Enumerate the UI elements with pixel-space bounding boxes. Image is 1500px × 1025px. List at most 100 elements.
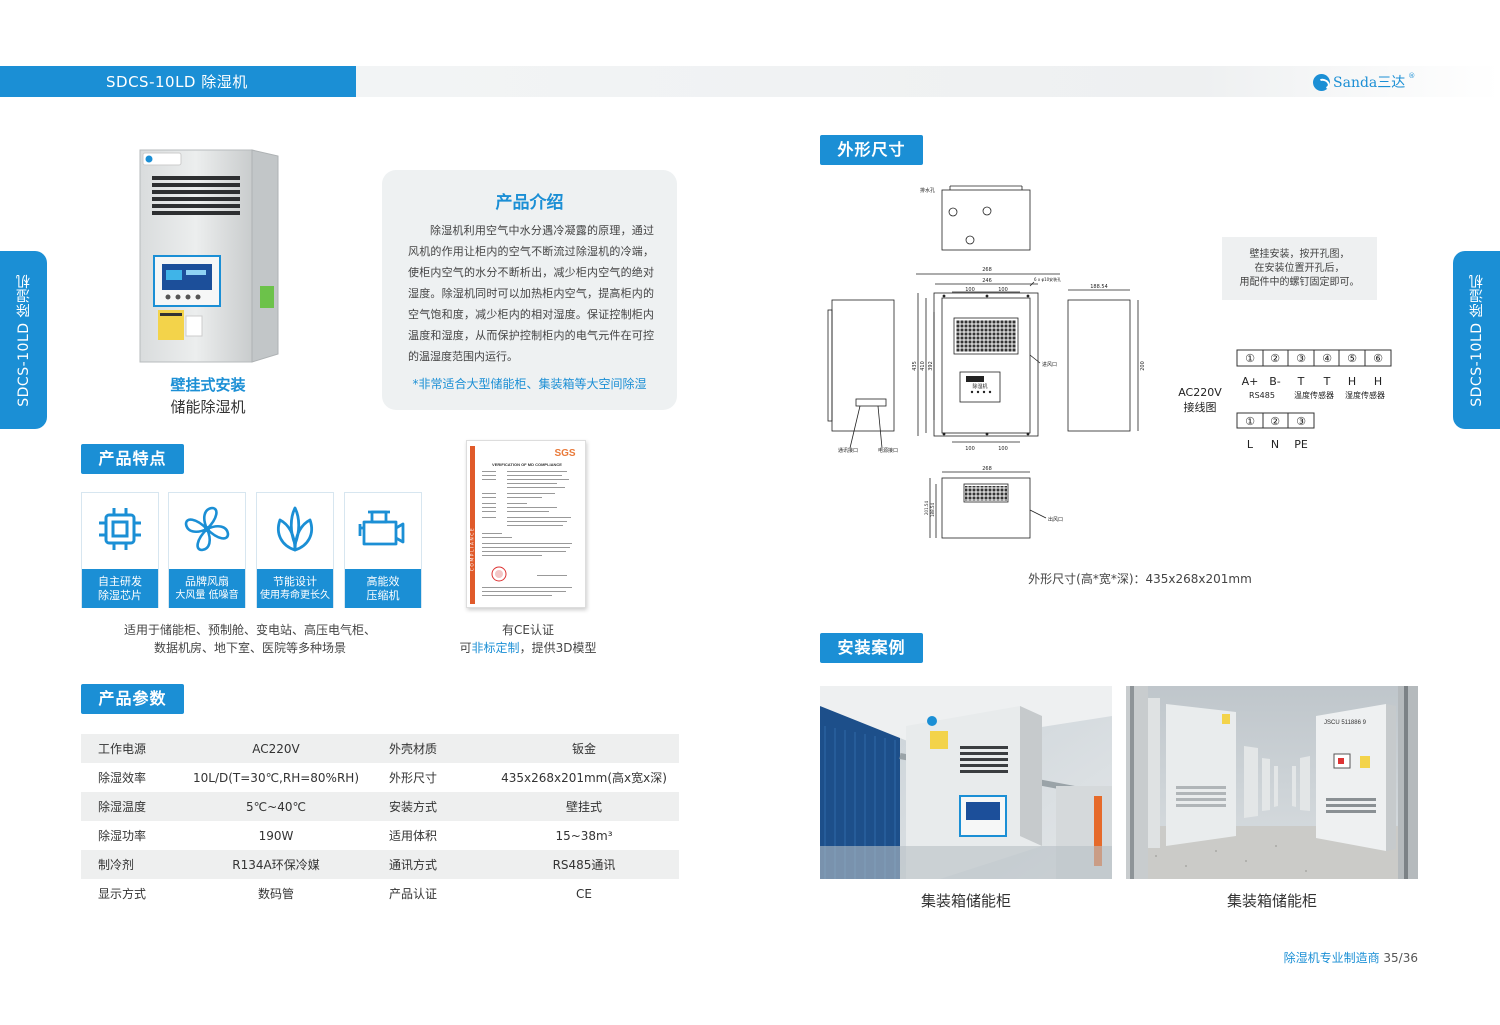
param-key: 产品认证 <box>389 887 438 901</box>
param-key: 除湿效率 <box>98 771 147 785</box>
param-value: 5℃~40℃ <box>246 799 306 814</box>
sanda-logo-icon <box>1313 73 1330 91</box>
ce-caption: 有CE认证 <box>502 623 554 637</box>
mounting-note: 壁挂安装，按开孔图， 在安装位置开孔后， 用配件中的螺钉固定即可。 <box>1222 237 1377 300</box>
power-terminal-1: ① <box>1245 415 1255 428</box>
dim-depth: 188.54 <box>1090 284 1108 290</box>
param-value: CE <box>576 886 592 901</box>
container-id: JSCU 511886 9 <box>1324 720 1367 726</box>
mounting-note-line: 用配件中的螺钉固定即可。 <box>1239 277 1360 288</box>
side-tab-right-label: SDCS-10LD 除湿机 <box>1468 273 1485 407</box>
dimensions-caption: 外形尺寸(高*宽*深)：435x268x201mm <box>1028 572 1252 586</box>
dim-height-435: 435 <box>912 361 918 371</box>
param-value: AC220V <box>252 741 300 756</box>
application-line-1: 适用于储能柜、预制舱、变电站、高压电气柜、 <box>123 623 376 637</box>
case-photo-2: JSCU 511886 9 <box>1126 686 1418 879</box>
certificate-heading: VERIFICATION OF MD COMPLIANCE <box>492 462 562 467</box>
chip-icon <box>99 508 141 550</box>
param-key: 安装方式 <box>389 800 438 814</box>
cases-tag: 安装案例 <box>820 633 923 663</box>
features-tag: 产品特点 <box>81 444 184 474</box>
dimensions-tag: 外形尺寸 <box>820 135 923 165</box>
dim-screw-holes: 6 x φ10安装孔 <box>1034 276 1061 282</box>
intro-body: 除湿机利用空气中水分遇冷凝露的原理，通过风机的作用让柜内的空气不断流过除湿机的冷… <box>408 224 654 363</box>
dim-height-410: 410 <box>920 361 926 371</box>
application-line-2: 数据机房、地下室、医院等多种场景 <box>153 641 346 655</box>
custom-highlight: 非标定制 <box>471 641 520 655</box>
param-key: 通讯方式 <box>389 858 438 872</box>
custom-suffix: ，提供3D模型 <box>519 641 597 655</box>
product-image <box>139 149 279 363</box>
terminal-label-t2: T <box>1323 375 1331 388</box>
terminal-label-b: B- <box>1269 375 1281 388</box>
brand-name: Sanda三达 <box>1333 75 1406 91</box>
dim-bottom-100b: 100 <box>998 446 1008 452</box>
intro-card <box>382 170 677 410</box>
feature-sub: 除湿芯片 <box>98 588 142 602</box>
param-value: 壁挂式 <box>565 800 602 814</box>
page-footer: 除湿机专业制造商 35/36 <box>1200 949 1418 966</box>
dim-comm-port: 通讯接口 <box>838 447 858 454</box>
dim-height-200: 200 <box>1140 361 1146 371</box>
product-caption: 储能除湿机 <box>170 398 246 416</box>
terminal-label-a: A+ <box>1242 375 1259 388</box>
feature-card-leaf: 节能设计使用寿命更长久 <box>256 492 334 608</box>
dim-unit-label: 除湿机 <box>972 383 987 390</box>
param-key: 外壳材质 <box>389 742 438 756</box>
case-photo-1 <box>820 686 1112 879</box>
side-tab-left-label: SDCS-10LD 除湿机 <box>15 273 32 407</box>
page-number: 35/36 <box>1383 951 1418 965</box>
rs485-label: RS485 <box>1249 391 1275 400</box>
case-caption-1: 集装箱储能柜 <box>920 892 1011 910</box>
side-tab-left: SDCS-10LD 除湿机 <box>0 251 47 429</box>
terminal-5: ⑤ <box>1347 352 1357 365</box>
footer-text: 除湿机专业制造商 <box>1283 951 1380 965</box>
dimension-drawing: 排水孔 268 246 100 100 6 x φ10安装孔 188.54 进风… <box>827 185 1146 539</box>
terminal-label-t1: T <box>1297 375 1305 388</box>
terminal-4: ④ <box>1322 352 1332 365</box>
feature-title: 节能设计 <box>273 574 317 588</box>
dim-outlet: 出风口 <box>1048 516 1063 523</box>
terminal-2: ② <box>1270 352 1280 365</box>
dim-height-392: 392 <box>928 361 934 371</box>
dim-width-268: 268 <box>982 267 992 273</box>
dim-width-246: 246 <box>982 278 992 284</box>
side-tab-right: SDCS-10LD 除湿机 <box>1453 251 1500 429</box>
power-label-l: L <box>1247 438 1254 451</box>
dim-width-100a: 100 <box>965 287 975 293</box>
power-label-pe: PE <box>1294 438 1308 451</box>
feature-card-fan: 品牌风扇大风量 低噪音 <box>168 492 246 608</box>
dim-bottom-201: 201.54 <box>924 501 929 515</box>
leaf-icon <box>277 506 313 552</box>
feature-title: 自主研发 <box>98 574 142 588</box>
certificate-caption: 有CE认证 可非标定制，提供3D模型 <box>430 621 626 657</box>
power-label-n: N <box>1271 438 1279 451</box>
power-terminal-3: ③ <box>1296 415 1306 428</box>
mounting-note-line: 壁挂安装，按开孔图， <box>1249 249 1350 260</box>
intro-title: 产品介绍 <box>495 193 564 213</box>
dim-inlet: 进风口 <box>1042 361 1057 368</box>
feature-sub: 使用寿命更长久 <box>260 589 330 601</box>
case-caption-2: 集装箱储能柜 <box>1226 892 1317 910</box>
param-value: RS485通讯 <box>552 858 616 872</box>
param-value: 190W <box>258 828 294 843</box>
param-key: 除湿功率 <box>98 829 147 843</box>
compressor-icon <box>358 510 405 546</box>
dim-width-100b: 100 <box>998 287 1008 293</box>
feature-sub: 压缩机 <box>366 588 400 602</box>
wiring-diagram: AC220V 接线图 ① ② ③ ④ ⑤ ⑥ A+ B- T T H H ① ②… <box>1178 349 1392 451</box>
dim-bottom-100a: 100 <box>965 446 975 452</box>
wiring-title-2: 接线图 <box>1184 400 1217 414</box>
intro-note: *非常适合大型储能柜、集装箱等大空间除湿 <box>412 377 647 391</box>
feature-title: 品牌风扇 <box>185 574 229 588</box>
params-tag: 产品参数 <box>81 684 184 714</box>
dim-power-port: 电源接口 <box>878 447 898 454</box>
fan-icon <box>184 506 230 552</box>
certificate-side-text: COMPLIANCE <box>470 527 476 572</box>
param-key: 制冷剂 <box>98 858 135 872</box>
custom-prefix: 可 <box>459 641 472 655</box>
